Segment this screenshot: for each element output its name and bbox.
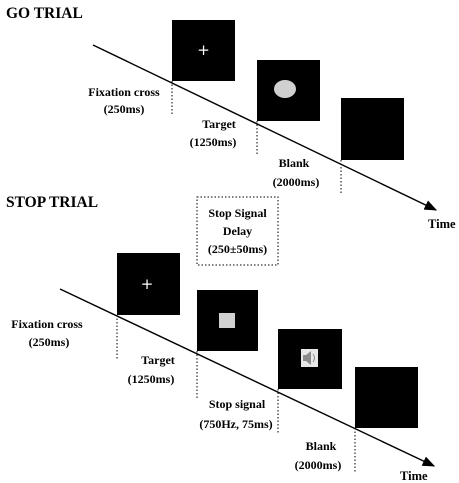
go-target-label: Target (202, 117, 236, 131)
stop-blank-screen (355, 367, 418, 428)
stop-trial-panel: STOP TRIAL Stop Signal Delay (250±50ms) … (6, 194, 436, 483)
stop-timeline-arrow (59, 288, 436, 467)
go-fixation-label: Fixation cross (88, 85, 160, 99)
stop-target-label: Target (141, 353, 175, 367)
go-fixation-screen (172, 20, 235, 81)
go-fixation-duration: (250ms) (104, 102, 145, 116)
stop-signal-spec: (750Hz, 75ms) (199, 417, 272, 431)
go-target-duration: (1250ms) (190, 135, 237, 149)
stop-target-duration: (1250ms) (128, 372, 175, 386)
ssd-label-line1: Stop Signal (208, 206, 267, 220)
ssd-box (196, 196, 279, 266)
stop-fixation-cross-icon: + (141, 275, 154, 293)
stop-trial-title: STOP TRIAL (6, 194, 98, 211)
ssd-duration: (250±50ms) (208, 242, 267, 256)
stop-blank-label: Blank (306, 439, 337, 453)
go-time-label: Time (428, 217, 456, 231)
go-timeline-arrow (92, 44, 438, 211)
stop-time-label: Time (400, 469, 428, 483)
go-blank-duration: (2000ms) (273, 175, 320, 189)
go-blank-label: Blank (279, 156, 310, 170)
go-trial-title: GO TRIAL (6, 5, 83, 22)
stop-blank-duration: (2000ms) (295, 458, 342, 472)
go-trial-panel: GO TRIAL + Fixation cross (250ms) Target… (6, 5, 456, 231)
go-target-circle-icon (274, 80, 296, 98)
stop-fixation-screen (117, 253, 180, 315)
stop-target-square-icon (219, 313, 235, 328)
ssd-label-line2: Delay (223, 224, 252, 238)
stop-fixation-label: Fixation cross (11, 317, 83, 331)
speaker-icon (301, 349, 318, 367)
go-blank-screen (341, 98, 404, 160)
stop-fixation-duration: (250ms) (29, 335, 70, 349)
stop-signal-label: Stop signal (209, 397, 266, 411)
go-fixation-cross-icon: + (197, 41, 210, 59)
